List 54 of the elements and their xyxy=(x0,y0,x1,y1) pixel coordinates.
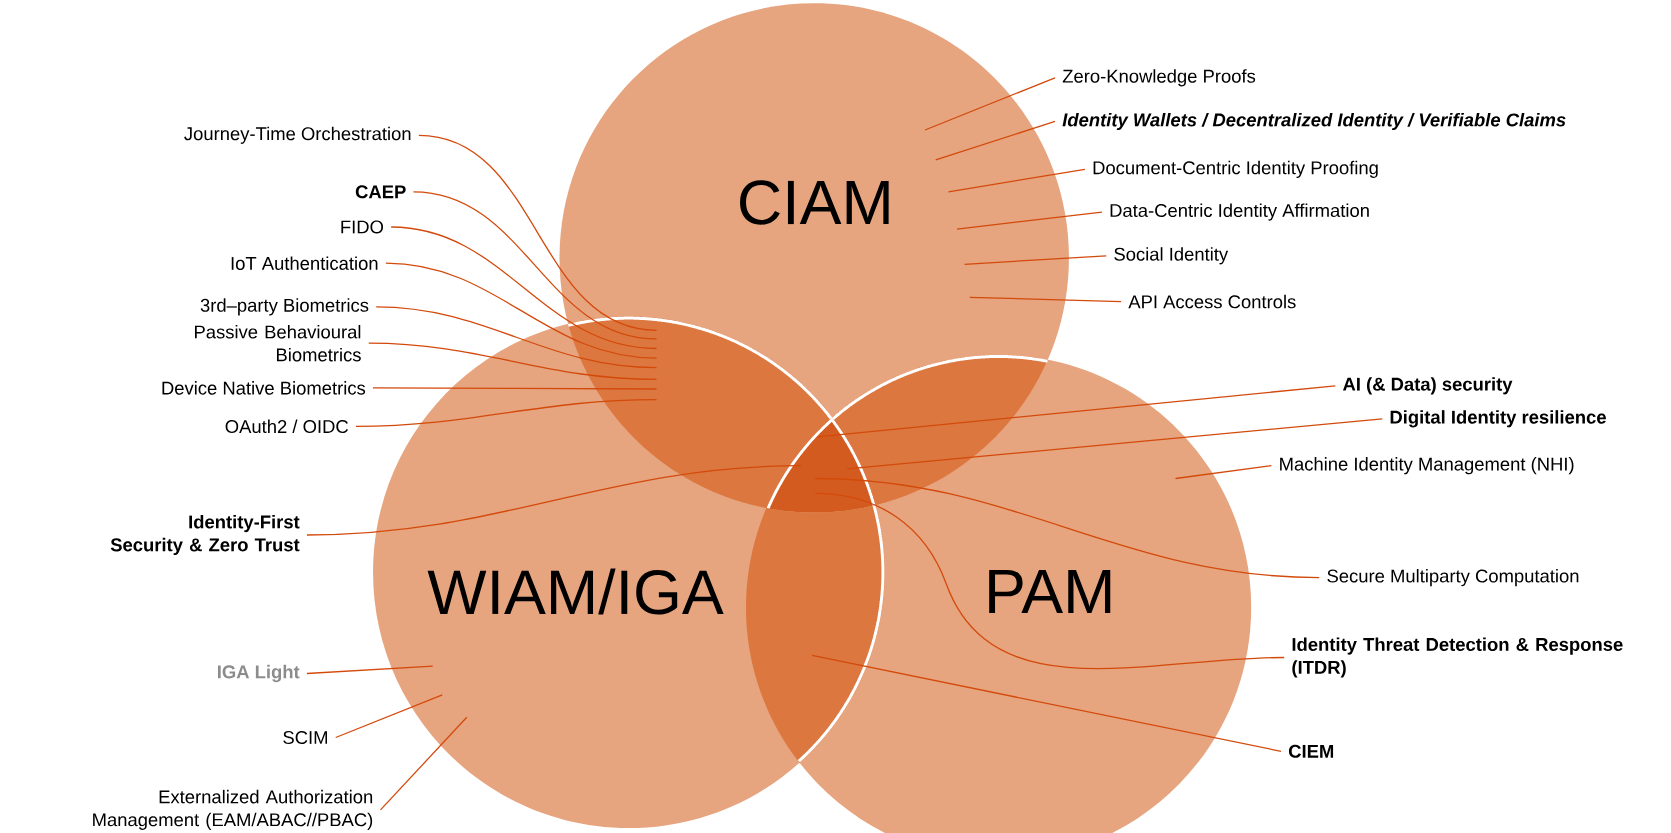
callout-label: FIDO xyxy=(341,220,383,234)
callout-label: Digital Identity resilience xyxy=(1390,410,1606,428)
overlap-region xyxy=(746,505,885,764)
callout-label: CIEM xyxy=(1288,744,1334,758)
circle-label: WIAM/IGA xyxy=(427,568,724,615)
leader-line xyxy=(811,654,1282,752)
leader-line xyxy=(372,387,658,390)
callout-label: Secure Multiparty Computation xyxy=(1327,569,1579,587)
callout-label: Zero-Knowledge Proofs xyxy=(1062,69,1256,87)
callout-label: Identity Wallets / Decentralized Identity / Verifiable Claims xyxy=(1062,112,1566,131)
leader-line xyxy=(814,477,1320,579)
leader-line xyxy=(846,418,1383,470)
callout-label: Machine Identity Management (NHI) xyxy=(1280,457,1574,475)
callout-label: Social Identity xyxy=(1114,247,1229,265)
leader-line xyxy=(412,191,658,340)
leader-line xyxy=(924,77,1056,131)
leader-line xyxy=(306,465,802,536)
leader-line xyxy=(814,492,1285,669)
leader-line xyxy=(969,296,1122,303)
callout-label: Document-Centric Identity Proofing xyxy=(1093,160,1378,178)
callout-label: API Access Controls xyxy=(1128,294,1296,309)
callout-label: OAuth2 / OIDC xyxy=(225,419,348,434)
leader-line xyxy=(963,255,1107,265)
callout-label: Data-Centric Identity Affirmation xyxy=(1110,203,1369,221)
leader-line xyxy=(935,120,1056,161)
circle-label: CIAM xyxy=(740,180,889,225)
leader-line xyxy=(385,262,658,359)
callout-label: Device Native Biometrics xyxy=(162,381,366,395)
leader-line xyxy=(306,665,434,675)
leader-line xyxy=(1174,465,1273,480)
leader-line xyxy=(816,385,1336,438)
leader-line xyxy=(947,168,1086,193)
leader-line xyxy=(335,694,443,739)
leader-line xyxy=(418,134,658,331)
callout-label: SCIM xyxy=(283,730,327,745)
callout-label: Passive Behavioural Biometrics xyxy=(195,324,361,362)
callout-label: IoT Authentication xyxy=(231,256,378,270)
leader-line xyxy=(368,342,658,381)
circle-label: PAM xyxy=(989,569,1111,614)
callout-label: Identity Threat Detection & Response (ITDR) xyxy=(1292,637,1623,678)
callout-label: CAEP xyxy=(355,185,406,199)
overlap-region xyxy=(567,316,833,509)
callout-label: AI (& Data) security xyxy=(1342,377,1513,395)
callout-label: Journey-Time Orchestration xyxy=(184,126,411,144)
leader-line xyxy=(379,716,468,811)
callout-label: Externalized Authorization Management (EAM/ABAC//PBAC) xyxy=(93,789,373,830)
callout-label: 3rd–party Biometrics xyxy=(200,298,369,316)
callout-label: IGA Light xyxy=(218,664,300,683)
leader-line xyxy=(956,211,1103,230)
callout-label: Identity-First Security & Zero Trust xyxy=(110,514,300,556)
leader-line xyxy=(355,398,658,427)
leader-line xyxy=(375,306,658,369)
overlap-region xyxy=(832,354,1048,505)
leader-line xyxy=(390,226,658,350)
